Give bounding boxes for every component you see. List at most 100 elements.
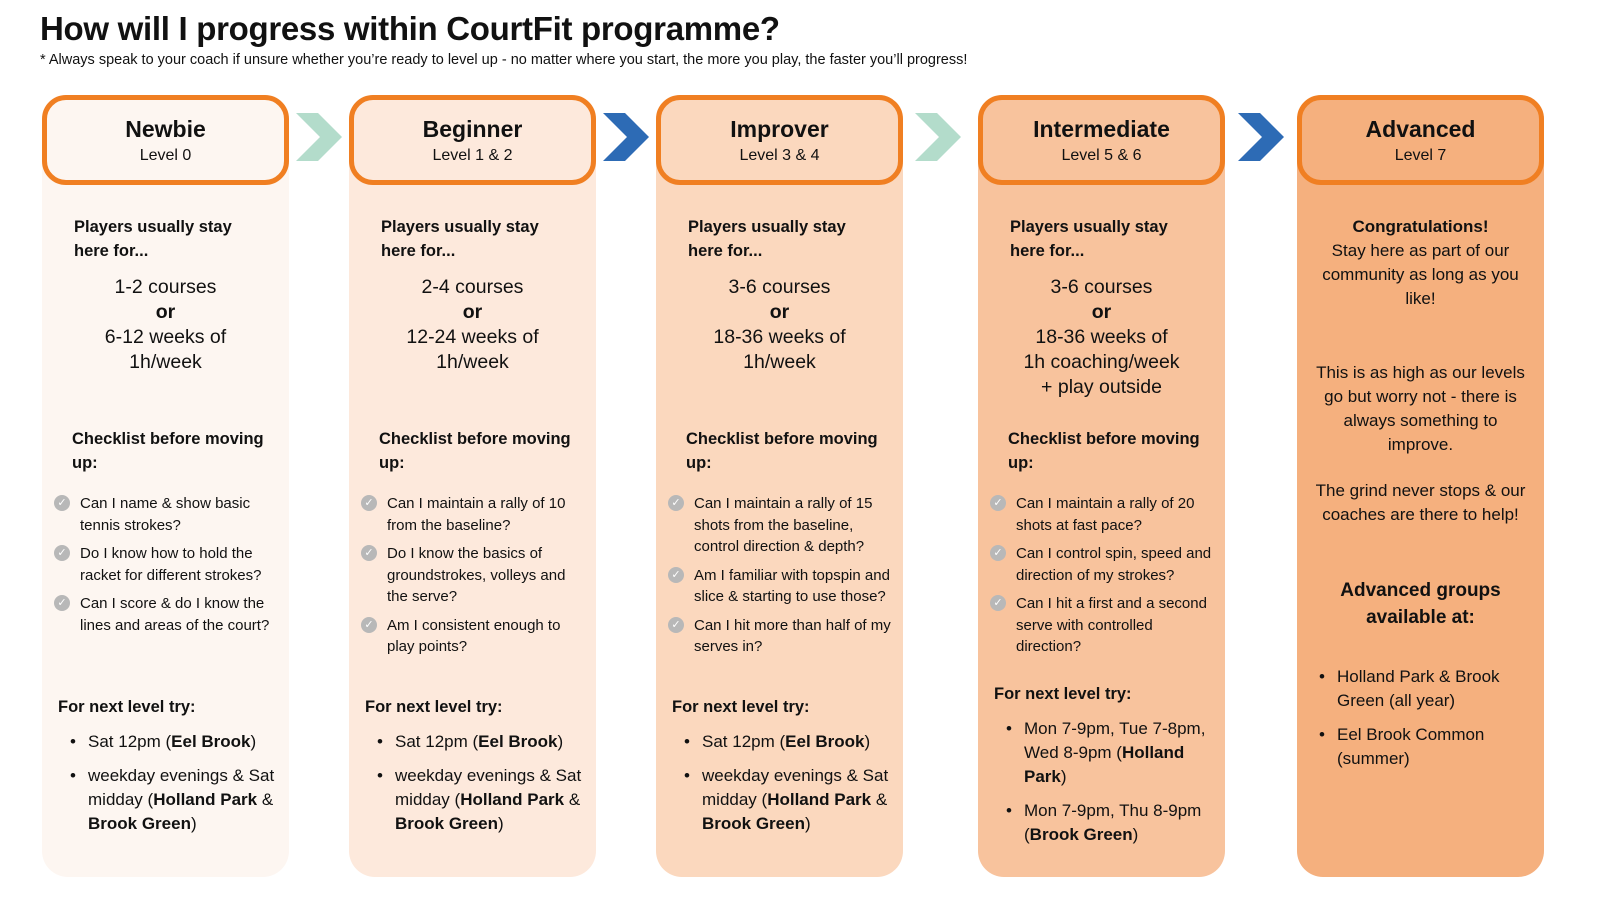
option-text: & (871, 790, 888, 809)
next-level-options: Sat 12pm (Eel Brook) weekday evenings & S… (377, 730, 588, 846)
chevron-right-icon (1238, 113, 1284, 161)
stay-heading: Players usually stay here for... (1010, 218, 1168, 260)
option-text: Mon 7-9pm, Tue 7-8pm, Wed 8-9pm ( (1024, 719, 1206, 762)
next-level-option: weekday evenings & Sat midday (Holland P… (70, 764, 281, 836)
level-body: Players usually stay here for... 3-6 cour… (656, 215, 903, 833)
level-name: Beginner (422, 116, 523, 142)
stay-heading: Players usually stay here for... (74, 218, 232, 260)
stay-line: 3-6 courses (1050, 276, 1153, 298)
groups-heading: Advanced groups available at: (1340, 580, 1501, 628)
stay-line: 3-6 courses (728, 276, 831, 298)
stay-line: 1h/week (743, 351, 816, 373)
checklist: ✓ Can I maintain a rally of 15 shots from… (668, 493, 897, 665)
stay-line: 1-2 courses (114, 276, 217, 298)
option-text: ) (497, 814, 504, 833)
congrats-block: Congratulations!Stay here as part of our… (1297, 215, 1544, 631)
level-name: Advanced (1365, 116, 1476, 142)
checklist: ✓Can I maintain a rally of 10 from the b… (361, 493, 590, 665)
checklist-heading: Checklist before moving up: (686, 430, 878, 472)
option-text: ) (250, 732, 257, 751)
advanced-group: Eel Brook Common (summer) (1319, 723, 1538, 771)
check-circle-icon: ✓ (54, 595, 70, 611)
checklist-item: ✓Can I maintain a rally of 20 shots at f… (990, 493, 1219, 536)
option-text: & (564, 790, 581, 809)
checklist-item: ✓Do I know how to hold the racket for di… (54, 543, 283, 586)
stay-heading: Players usually stay here for... (688, 218, 846, 260)
level-name: Intermediate (1033, 116, 1170, 142)
next-level-options: Sat 12pm (Eel Brook)weekday evenings & S… (70, 730, 281, 846)
stay-line: 18-36 weeks of (1035, 326, 1168, 348)
checklist-item-text: Can I maintain a rally of 15 shots from … (694, 495, 873, 555)
next-level-heading: For next level try: (365, 698, 503, 716)
option-text-bold: Holland Park (460, 790, 565, 809)
option-text-bold: Brook Green (1029, 825, 1133, 844)
checklist-item-text: Am I consistent enough to play points? (387, 616, 561, 656)
checklist-item: ✓Do I know the basics of groundstrokes, … (361, 543, 590, 608)
page-subtitle: * Always speak to your coach if unsure w… (40, 52, 968, 68)
option-text-bold: Holland Park (767, 790, 872, 809)
level-number: Level 0 (139, 147, 192, 164)
checklist-item: ✓Am I familiar with topspin and slice & … (668, 565, 897, 608)
next-level-option: Sat 12pm (Eel Brook) (684, 730, 895, 754)
option-text: ) (1132, 825, 1139, 844)
checklist-item-text: Am I familiar with topspin and slice & s… (694, 566, 890, 606)
stay-line: + play outside (1041, 376, 1162, 398)
option-text: Mon 7-9pm, Thu 8-9pm ( (1024, 801, 1202, 844)
next-level-option: Mon 7-9pm, Thu 8-9pm (Brook Green) (1006, 799, 1217, 847)
stay-heading: Players usually stay here for... (381, 218, 539, 260)
check-circle-icon: ✓ (990, 495, 1006, 511)
next-level-option: Sat 12pm (Eel Brook) (377, 730, 588, 754)
check-circle-icon: ✓ (668, 616, 684, 633)
check-circle-icon: ✓ (990, 545, 1006, 561)
option-text-bold: Eel Brook (478, 732, 558, 751)
level-name: Improver (730, 116, 829, 142)
checklist: ✓Can I maintain a rally of 20 shots at f… (990, 493, 1219, 665)
next-level-heading: For next level try: (994, 685, 1132, 703)
stay-line: 1h coaching/week (1023, 351, 1180, 373)
option-text: ) (804, 814, 811, 833)
option-text: weekday evenings & Sat midday ( (702, 766, 889, 809)
checklist-item: ✓Can I maintain a rally of 10 from the b… (361, 493, 590, 536)
advanced-group: Holland Park & Brook Green (all year) (1319, 665, 1538, 713)
option-text: ) (557, 732, 564, 751)
option-text: weekday evenings & Sat midday ( (395, 766, 582, 809)
next-level-options: Sat 12pm (Eel Brook) weekday evenings & S… (684, 730, 895, 846)
level-name: Newbie (125, 116, 206, 142)
level-body: Players usually stay here for... 1-2 cour… (42, 215, 289, 833)
check-circle-icon: ✓ (361, 545, 377, 561)
stay-line: or (1091, 301, 1112, 323)
chevron-right-icon (603, 113, 649, 161)
option-text-bold: Brook Green (395, 814, 498, 833)
checklist-item-text: Can I hit a first and a second serve wit… (1016, 595, 1207, 655)
checklist: ✓Can I name & show basic tennis strokes?… (54, 493, 283, 643)
option-text-bold: Holland Park (1024, 743, 1185, 786)
stay-line: 1h/week (129, 351, 202, 373)
option-text-bold: Eel Brook (171, 732, 251, 751)
stay-line: 1h/week (436, 351, 509, 373)
stay-line: or (769, 301, 790, 323)
check-circle-icon: ✓ (361, 616, 377, 633)
level-body: Players usually stay here for...2-4 cour… (349, 215, 596, 833)
checklist-item-text: Can I score & do I know the lines and ar… (80, 595, 270, 634)
option-text: Sat 12pm ( (395, 732, 479, 751)
checklist-item-text: Can I hit more than half of my serves in… (694, 616, 891, 656)
option-text: ) (864, 732, 871, 751)
level-number: Level 3 & 4 (739, 147, 820, 164)
checklist-item-text: Can I name & show basic tennis strokes? (80, 495, 251, 534)
levels-note: This is as high as our levels go but wor… (1316, 363, 1525, 454)
check-circle-icon: ✓ (990, 595, 1006, 611)
stay-line: 12-24 weeks of (406, 326, 539, 348)
stay-duration: 3-6 courses or 18-36 weeks of 1h coaching/w… (978, 275, 1225, 400)
option-text: weekday evenings & Sat midday ( (88, 766, 275, 809)
checklist-item: ✓Can I name & show basic tennis strokes? (54, 493, 283, 536)
